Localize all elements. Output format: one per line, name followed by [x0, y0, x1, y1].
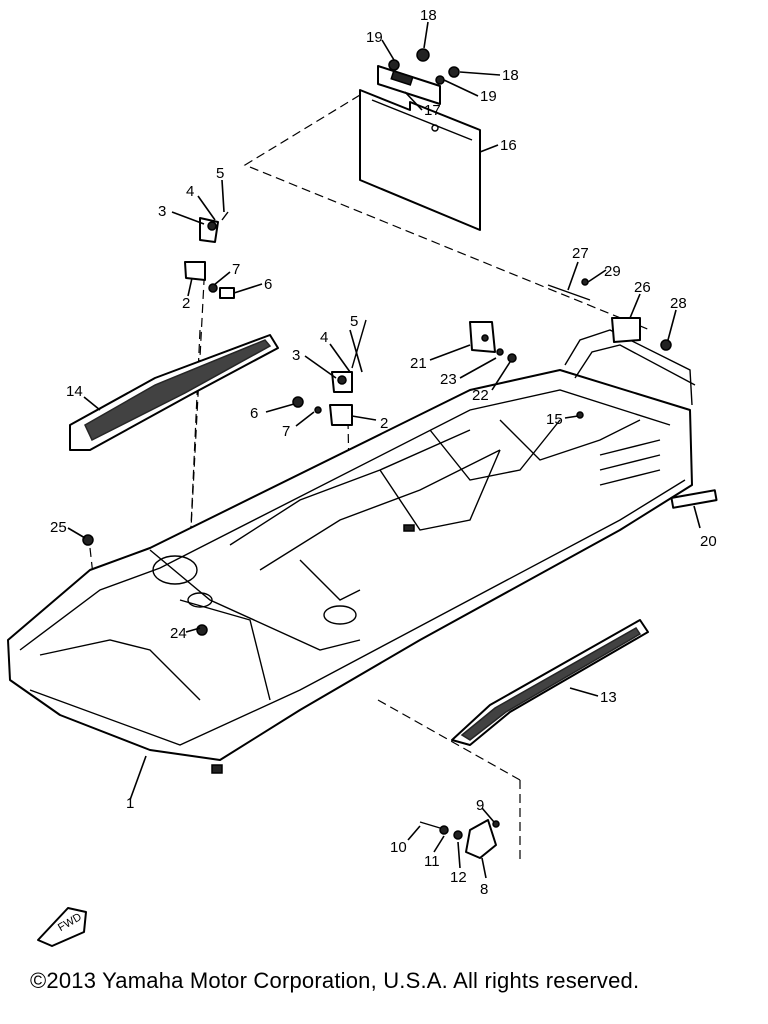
callout-21: 21	[410, 355, 427, 372]
callout-4-center: 4	[320, 329, 328, 346]
callout-7-center: 7	[282, 423, 290, 440]
callout-2-center: 2	[380, 415, 388, 432]
callout-28: 28	[670, 295, 687, 312]
callout-20: 20	[700, 533, 717, 550]
callout-12: 12	[450, 869, 467, 886]
callout-17: 17	[424, 102, 441, 119]
frame-decal	[670, 489, 718, 509]
lower-step-bracket	[419, 819, 500, 859]
leader-lines	[67, 21, 701, 879]
callout-29: 29	[604, 263, 621, 280]
callout-3-upper: 3	[158, 203, 166, 220]
snow-flap-bracket	[469, 321, 584, 419]
callout-14: 14	[66, 383, 83, 400]
callout-9: 9	[476, 797, 484, 814]
number-plate	[359, 89, 481, 231]
callout-18-right: 18	[502, 67, 519, 84]
running-board-right	[451, 619, 649, 746]
callout-26: 26	[634, 279, 651, 296]
callout-numbers: 18 19 18 19 17 16 5 4 3 7 6 2 14 5 4 3 6…	[50, 7, 717, 898]
callout-24: 24	[170, 625, 187, 642]
rear-grab-bar	[547, 278, 696, 406]
callout-16: 16	[500, 137, 517, 154]
callout-7-upper: 7	[232, 261, 240, 278]
callout-5-center: 5	[350, 313, 358, 330]
callout-6-upper: 6	[264, 276, 272, 293]
callout-10: 10	[390, 839, 407, 856]
callout-6-center: 6	[250, 405, 258, 422]
callout-25: 25	[50, 519, 67, 536]
callout-15: 15	[546, 411, 563, 428]
callout-13: 13	[600, 689, 617, 706]
plate-bracket	[377, 65, 441, 105]
callout-27: 27	[572, 245, 589, 262]
upper-step-bracket-left	[184, 211, 235, 299]
callout-19-left: 19	[366, 29, 383, 46]
callout-11: 11	[424, 853, 440, 870]
callout-2-upper: 2	[182, 295, 190, 312]
running-board-left	[69, 334, 279, 451]
copyright-notice: ©2013 Yamaha Motor Corporation, U.S.A. A…	[30, 968, 640, 993]
plate-fasteners	[388, 48, 460, 85]
main-frame	[7, 369, 693, 774]
callout-23: 23	[440, 371, 457, 388]
fwd-arrow-icon: FWD	[37, 907, 87, 947]
callout-22: 22	[472, 387, 489, 404]
callout-19-right: 19	[480, 88, 497, 105]
callout-3-center: 3	[292, 347, 300, 364]
callout-4-upper: 4	[186, 183, 194, 200]
callout-18-top: 18	[420, 7, 437, 24]
callout-1: 1	[126, 795, 134, 812]
upper-step-bracket-center	[292, 319, 367, 426]
callout-5-upper: 5	[216, 165, 224, 182]
callout-8: 8	[480, 881, 488, 898]
